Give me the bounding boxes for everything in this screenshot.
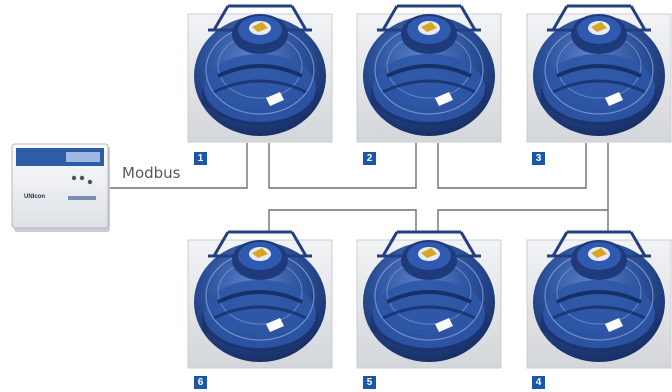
controller-brand-label: UNIcon [24,194,45,200]
fan-unit-4 [525,230,672,370]
unit-6-to-unit-5-line [268,209,417,232]
fan-unit-1 [186,4,334,144]
fan-unit-5 [355,230,503,370]
unit-1-to-unit-2-line [268,143,417,189]
unit-2-to-unit-3-line [437,143,587,189]
fan-unit-2 [355,4,503,144]
fan-unit-3 [525,4,672,144]
unit-label-2: 2 [363,152,376,165]
fan-unit-6 [186,230,334,370]
unit-5-to-unit-4-line [437,209,608,232]
unit-label-4: 4 [532,376,545,389]
modbus-controller [11,143,110,232]
controller-to-unit-1-line [110,143,248,189]
bus-wiring [110,143,609,232]
modbus-label: Modbus [122,164,181,182]
unit-label-3: 3 [532,152,545,165]
unit-label-5: 5 [363,376,376,389]
unit-label-1: 1 [194,152,207,165]
unit-label-6: 6 [194,376,207,389]
